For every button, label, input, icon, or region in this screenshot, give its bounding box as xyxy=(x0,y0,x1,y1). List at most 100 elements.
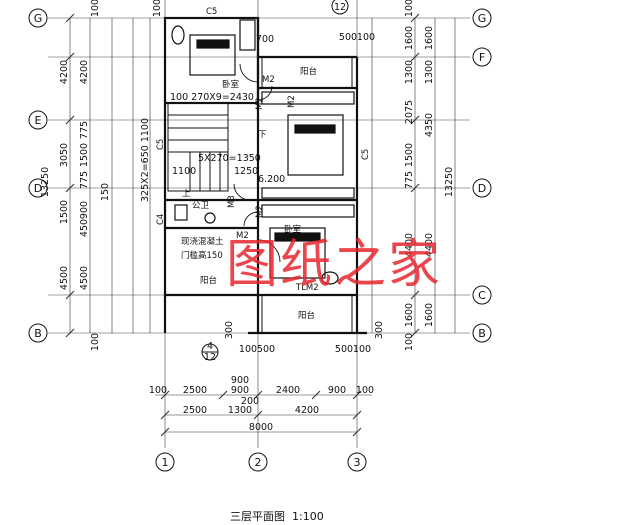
svg-text:4350: 4350 xyxy=(424,113,435,137)
svg-text:775: 775 xyxy=(79,121,90,139)
svg-text:100: 100 xyxy=(152,0,163,17)
door-tlm2: TLM2 xyxy=(295,283,319,293)
svg-text:4200: 4200 xyxy=(295,405,319,416)
svg-text:1100: 1100 xyxy=(172,166,196,177)
stair-dimension-texts: 325X2=650 1100 5X270=1350 100 270X9=2430… xyxy=(140,92,285,202)
window-c5-top: C5 xyxy=(206,7,217,17)
svg-text:500: 500 xyxy=(257,344,275,355)
svg-text:900: 900 xyxy=(231,385,249,396)
svg-text:150: 150 xyxy=(100,183,111,201)
svg-text:775: 775 xyxy=(79,171,90,189)
svg-text:900: 900 xyxy=(79,201,90,219)
svg-text:4200: 4200 xyxy=(79,60,90,84)
svg-text:1600: 1600 xyxy=(404,303,415,327)
axis-label-b-right: B xyxy=(478,327,486,340)
cloak-note-2: 门槛高150 xyxy=(181,250,223,261)
door-m2-5: M2 xyxy=(236,231,249,241)
svg-text:4200: 4200 xyxy=(59,60,70,84)
drawing-scale: 1:100 xyxy=(292,510,324,523)
svg-text:100: 100 xyxy=(90,0,101,17)
svg-text:500: 500 xyxy=(335,344,353,355)
svg-text:1600: 1600 xyxy=(404,26,415,50)
section-marker-top: 12 xyxy=(334,2,346,13)
section-markers xyxy=(201,0,349,361)
svg-text:100: 100 xyxy=(239,344,257,355)
svg-text:13250: 13250 xyxy=(40,167,51,197)
svg-text:900: 900 xyxy=(231,375,249,386)
svg-text:13250: 13250 xyxy=(444,167,455,197)
thin-partitions xyxy=(167,56,353,334)
axis-label-2: 2 xyxy=(255,456,262,469)
door-m2-2: M2 xyxy=(255,97,265,110)
svg-text:900: 900 xyxy=(328,385,346,396)
door-m2-1: M2 xyxy=(262,75,275,85)
svg-text:8000: 8000 xyxy=(249,422,273,433)
svg-text:700: 700 xyxy=(256,34,274,45)
svg-text:100: 100 xyxy=(149,385,167,396)
bottom-dimension-texts: 100 2500 900 2400 900 100 2500 1300 4200… xyxy=(149,321,385,433)
right-dimension-texts: 1600 1600 1300 1300 2075 1500 775 4400 1… xyxy=(404,0,455,351)
axis-bubble-e-left xyxy=(28,110,48,130)
svg-text:500: 500 xyxy=(339,32,357,43)
section-marker-num: 4 xyxy=(207,341,213,352)
svg-text:4400: 4400 xyxy=(404,233,415,257)
left-dimension-texts: 4200 3050 1500 4500 4200 775 1500 775 90… xyxy=(40,0,111,351)
bottom-axis-bubbles xyxy=(155,452,367,472)
window-c4: C4 xyxy=(156,214,166,225)
axis-label-1: 1 xyxy=(162,456,169,469)
svg-text:200: 200 xyxy=(241,396,259,407)
svg-text:2500: 2500 xyxy=(183,405,207,416)
axis-label-d-left: D xyxy=(34,182,42,195)
svg-text:775: 775 xyxy=(404,171,415,189)
axis-label-3: 3 xyxy=(354,456,361,469)
room-bedroom-1: 卧室 xyxy=(222,79,240,90)
right-axis-bubbles xyxy=(472,8,492,343)
svg-text:100: 100 xyxy=(357,32,375,43)
svg-text:100 270X9=2430: 100 270X9=2430 xyxy=(170,92,254,103)
drawing-title: 三层平面图 xyxy=(230,510,285,523)
room-balcony-top: 阳台 xyxy=(300,66,317,77)
svg-text:450: 450 xyxy=(79,219,90,237)
svg-text:100: 100 xyxy=(404,333,415,351)
svg-text:1500: 1500 xyxy=(404,143,415,167)
room-bedroom-2: 卧室 xyxy=(284,224,302,235)
svg-text:325X2=650 1100: 325X2=650 1100 xyxy=(140,118,151,202)
svg-text:6.200: 6.200 xyxy=(258,174,285,185)
svg-text:1600: 1600 xyxy=(424,303,435,327)
axis-label-d-right: D xyxy=(478,182,486,195)
left-axis-bubbles xyxy=(28,8,48,343)
svg-text:100: 100 xyxy=(353,344,371,355)
axis-label-g-left: G xyxy=(34,12,43,25)
svg-text:300: 300 xyxy=(224,321,235,339)
axis-bubble-b-left xyxy=(28,323,48,343)
svg-text:100: 100 xyxy=(404,0,415,17)
axis-label-e-left: E xyxy=(35,114,42,127)
svg-text:300: 300 xyxy=(374,321,385,339)
svg-text:2500: 2500 xyxy=(183,385,207,396)
svg-text:1500: 1500 xyxy=(59,200,70,224)
svg-text:1300: 1300 xyxy=(424,60,435,84)
watermark: 图纸之家 xyxy=(226,235,442,295)
window-c5-mid: C5 xyxy=(156,139,166,150)
svg-text:100: 100 xyxy=(90,333,101,351)
window-c5-right: C5 xyxy=(361,149,371,160)
svg-text:4500: 4500 xyxy=(59,266,70,290)
room-labels: C5 C5 C5 C4 M2 M2 M2 M2 M2 M3 TLM2 卧室 卧室… xyxy=(156,7,371,321)
svg-text:2400: 2400 xyxy=(276,385,300,396)
furniture xyxy=(171,19,355,285)
svg-text:1300: 1300 xyxy=(404,60,415,84)
svg-text:5X270=1350: 5X270=1350 xyxy=(198,153,261,164)
door-m2-4: M2 xyxy=(255,205,265,218)
svg-text:1300: 1300 xyxy=(228,405,252,416)
top-dimension-texts: 700 500 100 100 xyxy=(152,0,375,45)
stair-up: 上 xyxy=(182,189,191,199)
door-m3: M3 xyxy=(227,195,237,208)
axis-label-f-right: F xyxy=(479,51,485,64)
room-bath: 公卫 xyxy=(192,201,210,211)
cloak-note-1: 现浇混凝土 xyxy=(181,236,224,247)
axis-bubble-g-left xyxy=(28,8,48,28)
dimension-lines xyxy=(65,13,456,437)
svg-text:1250: 1250 xyxy=(234,166,258,177)
svg-text:4500: 4500 xyxy=(79,266,90,290)
